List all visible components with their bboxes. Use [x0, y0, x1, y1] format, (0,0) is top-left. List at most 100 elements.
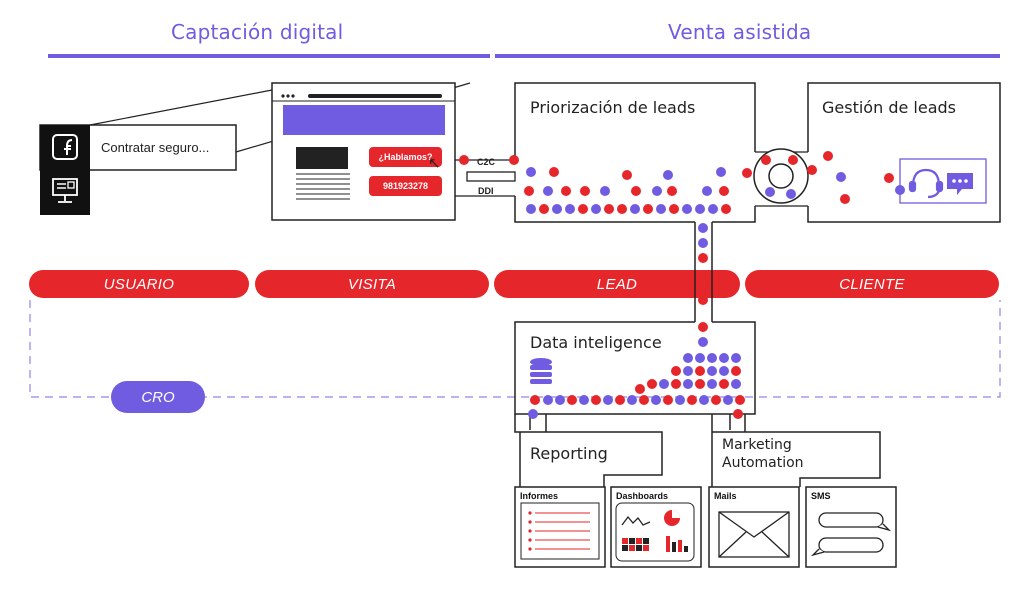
lead-dot: [699, 395, 709, 405]
lead-dot: [552, 204, 562, 214]
lead-dot: [667, 186, 677, 196]
lead-dot: [702, 186, 712, 196]
lead-dot: [719, 186, 729, 196]
monitor-icon: [52, 178, 78, 203]
lead-dot: [652, 186, 662, 196]
lead-dot: [509, 155, 519, 165]
lead-dot: [698, 280, 708, 290]
database-icon: [530, 358, 552, 384]
lead-dot: [719, 379, 729, 389]
lead-dot: [895, 185, 905, 195]
informes-card: [514, 486, 606, 568]
lead-dot: [807, 165, 817, 175]
lead-dot: [723, 395, 733, 405]
web-cta-button[interactable]: ¿Hablamos?: [369, 147, 442, 167]
lead-dot: [707, 353, 717, 363]
lead-dot: [698, 295, 708, 305]
mails-card: [708, 486, 800, 568]
marketing-box-outline: [711, 414, 881, 487]
lead-dot: [528, 409, 538, 419]
marketing-title-line1: Marketing: [722, 437, 792, 453]
lead-dot: [669, 204, 679, 214]
lead-dot: [761, 155, 771, 165]
lead-dot: [786, 189, 796, 199]
lead-dot: [591, 395, 601, 405]
lead-dot: [643, 204, 653, 214]
lead-dots: [459, 151, 905, 419]
lead-dot: [627, 395, 637, 405]
lead-dot: [671, 366, 681, 376]
web-hero-banner: [283, 105, 445, 135]
informes-list: [535, 512, 590, 550]
lead-dot: [565, 204, 575, 214]
lead-dot: [651, 395, 661, 405]
lead-dot: [742, 168, 752, 178]
lead-dot: [788, 155, 798, 165]
data-title: Data inteligence: [530, 333, 662, 352]
lead-dot: [671, 379, 681, 389]
lead-dot: [695, 353, 705, 363]
dashboard-sparkline: [621, 515, 651, 526]
lead-dot: [526, 167, 536, 177]
lead-dot: [707, 366, 717, 376]
channel-c2c: C2C: [477, 157, 496, 167]
lead-dot: [561, 186, 571, 196]
lead-dot: [459, 155, 469, 165]
lead-dot: [683, 379, 693, 389]
reporting-title: Reporting: [530, 444, 608, 463]
lead-dot: [719, 366, 729, 376]
data-box-outline: [514, 321, 756, 415]
management-title: Gestión de leads: [822, 98, 956, 117]
card-label-sms: SMS: [811, 491, 831, 501]
lead-dot: [735, 395, 745, 405]
lead-dot: [683, 353, 693, 363]
chat-icon: [947, 173, 973, 195]
lead-dot: [698, 337, 708, 347]
lead-dot: [635, 384, 645, 394]
lead-dot: [663, 170, 673, 180]
lead-dot: [555, 395, 565, 405]
lead-dot: [549, 167, 559, 177]
lead-dot: [731, 366, 741, 376]
web-phone-button[interactable]: 981923278: [369, 176, 442, 196]
card-label-mails: Mails: [714, 491, 737, 501]
lead-dot: [711, 395, 721, 405]
cro-pill: CRO: [111, 381, 205, 413]
lead-dot: [836, 172, 846, 182]
dashboard-bars: [666, 536, 688, 552]
lead-dot: [716, 167, 726, 177]
lead-dot: [708, 204, 718, 214]
header-captacion: Captación digital: [171, 20, 344, 44]
lead-dot: [622, 170, 632, 180]
header-captacion-underline: [48, 54, 490, 58]
lead-dot: [615, 395, 625, 405]
web-image-placeholder: [296, 147, 348, 169]
lead-dot: [719, 353, 729, 363]
lead-dot: [579, 395, 589, 405]
lead-dot: [698, 238, 708, 248]
dashboards-card: [610, 486, 702, 568]
lead-dot: [695, 204, 705, 214]
lead-dot: [721, 204, 731, 214]
lead-dot: [659, 379, 669, 389]
lead-dot: [823, 151, 833, 161]
card-label-dashboards: Dashboards: [616, 491, 669, 501]
facebook-icon: [52, 134, 78, 160]
header-venta-underline: [495, 54, 1000, 58]
lead-dot: [698, 322, 708, 332]
prioritization-title: Priorización de leads: [530, 98, 696, 117]
contact-center-frame: [899, 158, 987, 204]
stage-usuario: USUARIO: [29, 270, 249, 298]
lead-dot: [733, 409, 743, 419]
lead-dot: [591, 204, 601, 214]
lead-dot: [707, 379, 717, 389]
ad-text[interactable]: Contratar seguro...: [101, 140, 210, 155]
stage-visita: VISITA: [255, 270, 489, 298]
marketing-title-line2: Automation: [722, 455, 804, 471]
lead-dot: [683, 366, 693, 376]
lead-dot: [530, 395, 540, 405]
reporting-box-outline: [514, 414, 663, 487]
sms-bubbles-icon: [810, 512, 892, 557]
lead-dot: [765, 187, 775, 197]
lead-dot: [603, 395, 613, 405]
